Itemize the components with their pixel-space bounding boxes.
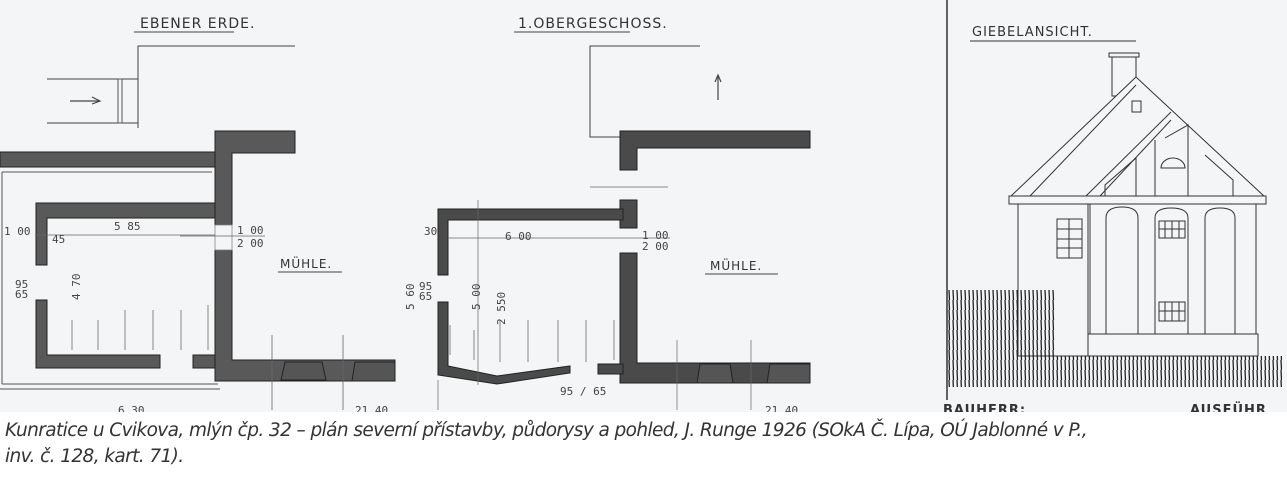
fence-low <box>1056 356 1282 387</box>
dim-total: 21 40 <box>355 404 388 412</box>
first-floor-title: 1.OBERGESCHOSS. <box>518 16 668 32</box>
architectural-plan-drawing: EBENER ERDE. <box>0 0 1287 418</box>
first-floor-walls <box>437 130 811 385</box>
contractor-label: AUSFÜHR <box>1190 402 1267 412</box>
dim-inner-depth: 5 00 <box>470 284 483 311</box>
sluice-gate <box>117 78 123 124</box>
dim-door-top: 1 00 <box>237 224 264 237</box>
caption-line-2: inv. č. 128, kart. 71). <box>5 446 184 467</box>
ground-floor-plan: EBENER ERDE. <box>0 16 396 417</box>
attic-window <box>1131 100 1142 113</box>
window-lower <box>1158 301 1186 322</box>
dim-left: 1 00 <box>4 225 31 238</box>
mill-walls <box>0 130 396 382</box>
first-floor-plan: 1.OBERGESCHOSS. MÜHLE. 6 00 1 00 <box>404 16 811 417</box>
builder-label: BAUHERR: <box>943 403 1026 412</box>
north-arrow-icon <box>714 73 722 100</box>
dim-wall: 30 <box>424 225 437 238</box>
dim-door-bottom: 2 00 <box>642 240 669 253</box>
dim-height: 2 550 <box>495 292 508 325</box>
dim-bottom: 6 30 <box>118 404 145 412</box>
fence-high <box>948 290 1056 387</box>
plan-svg: EBENER ERDE. <box>0 0 1282 418</box>
ground-floor-room-label: MÜHLE. <box>280 255 332 271</box>
dim-wall: 45 <box>52 233 65 246</box>
dim-door-bottom: 2 00 <box>237 237 264 250</box>
ground-floor-title: EBENER ERDE. <box>140 16 255 32</box>
dim-window-top: 95 <box>419 280 432 293</box>
window-upper <box>1158 220 1186 239</box>
first-floor-room-label: MÜHLE. <box>710 257 762 273</box>
dim-total: 21 40 <box>765 404 798 412</box>
gable-elevation: GIEBELANSICHT. BAUHERR: AUSFÜHR <box>943 0 1282 418</box>
dim-door-top: 1 00 <box>642 229 669 242</box>
dim-window-bottom: 65 <box>419 290 432 303</box>
dim-window-bottom: 65 <box>15 288 28 301</box>
dim-window-top: 95 <box>15 278 28 291</box>
caption-line-1: Kunratice u Cvikova, mlýn čp. 32 – plán … <box>5 420 1088 441</box>
dim-bottom-window: 95 / 65 <box>560 385 606 398</box>
eave-band <box>1008 195 1267 205</box>
fan-window <box>1160 157 1186 169</box>
flow-arrow-icon <box>70 96 102 105</box>
dim-width: 5 85 <box>114 220 141 233</box>
dim-width: 6 00 <box>505 230 532 243</box>
window-left <box>1056 218 1083 259</box>
dim-depth: 4 70 <box>70 274 83 301</box>
dim-outer-depth: 5 60 <box>404 284 417 311</box>
elevation-title: GIEBELANSICHT. <box>972 25 1093 40</box>
figure-caption: Kunratice u Cvikova, mlýn čp. 32 – plán … <box>5 418 1280 470</box>
